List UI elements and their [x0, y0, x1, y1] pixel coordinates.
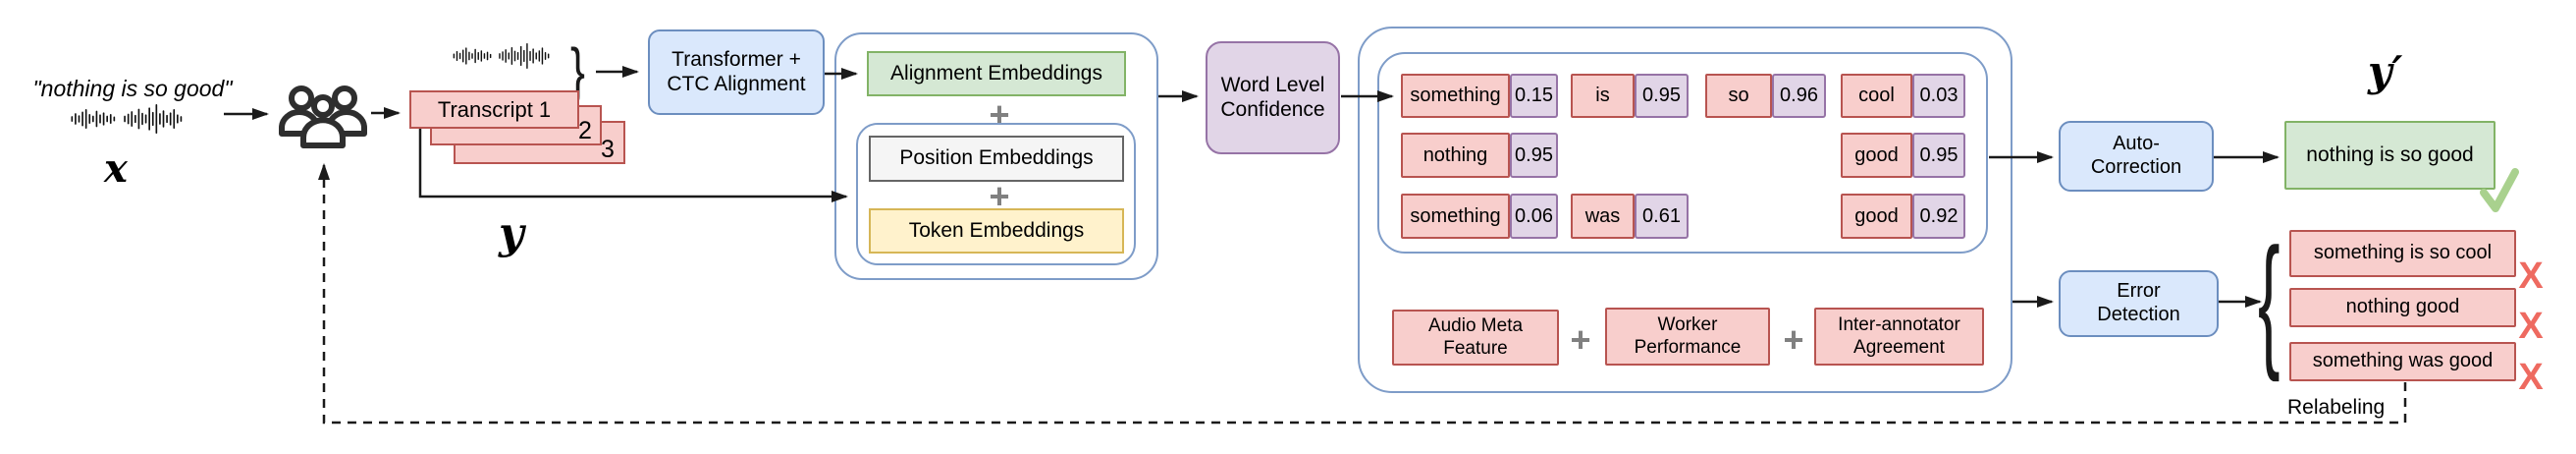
error-output-box: something is so cool — [2289, 230, 2516, 277]
confidence-score: 0.61 — [1635, 194, 1689, 239]
worker-performance-box: Worker Performance — [1605, 308, 1770, 366]
audio-meta-feature-box: Audio Meta Feature — [1392, 310, 1559, 366]
position-embeddings-box: Position Embeddings — [869, 136, 1124, 182]
crowd-annotators-icon — [279, 85, 367, 148]
output-variable-y-prime: y′ — [2368, 47, 2403, 95]
confidence-word: is — [1571, 74, 1635, 118]
relabeling-label: Relabeling — [2287, 396, 2386, 419]
rejected-x-icon: X — [2518, 357, 2544, 398]
confidence-score: 0.95 — [1635, 74, 1689, 118]
grouping-brace-left: { — [2258, 217, 2281, 382]
confidence-score: 0.96 — [1772, 74, 1826, 118]
confidence-score: 0.95 — [1912, 133, 1965, 178]
confidence-word: something — [1401, 194, 1510, 239]
rejected-x-icon: X — [2518, 306, 2544, 347]
confidence-word: so — [1705, 74, 1772, 118]
inter-annotator-agreement-box: Inter-annotator Agreement — [1814, 308, 1984, 366]
confidence-score: 0.03 — [1912, 74, 1965, 118]
error-detection-box: Error Detection — [2059, 270, 2219, 337]
plus-sign: + — [1570, 319, 1591, 360]
confidence-word: good — [1841, 133, 1912, 178]
corrected-output-box: nothing is so good — [2284, 121, 2496, 190]
transcript-3-number: 3 — [601, 136, 615, 163]
confidence-score: 0.92 — [1912, 194, 1965, 239]
alignment-embeddings-box: Alignment Embeddings — [867, 51, 1126, 96]
confidence-word: was — [1571, 194, 1635, 239]
input-variable-x: x — [104, 145, 128, 192]
input-utterance-quote: "nothing is so good" — [32, 76, 233, 101]
transcript-audio-waveform-icon — [453, 43, 550, 69]
grouping-brace-right: } — [570, 35, 585, 106]
audio-waveform-icon — [71, 104, 183, 134]
plus-sign: + — [1783, 319, 1804, 360]
auto-correction-box: Auto- Correction — [2059, 121, 2214, 192]
confidence-word: something — [1401, 74, 1510, 118]
token-embeddings-box: Token Embeddings — [869, 208, 1124, 254]
transformer-ctc-alignment-box: Transformer + CTC Alignment — [648, 29, 825, 115]
transcripts-variable-y: y — [499, 208, 524, 258]
confidence-word: good — [1841, 194, 1912, 239]
confidence-score: 0.06 — [1510, 194, 1558, 239]
transcript-1-box: Transcript 1 — [409, 90, 579, 129]
word-level-confidence-box: Word Level Confidence — [1206, 41, 1340, 154]
confidence-score: 0.15 — [1510, 74, 1558, 118]
transcript-2-number: 2 — [578, 117, 592, 144]
error-output-box: nothing good — [2289, 288, 2516, 327]
rejected-x-icon: X — [2518, 255, 2544, 297]
confidence-score: 0.95 — [1510, 133, 1558, 178]
error-output-box: something was good — [2289, 342, 2516, 381]
confidence-word: cool — [1841, 74, 1912, 118]
confidence-word: nothing — [1401, 133, 1510, 178]
